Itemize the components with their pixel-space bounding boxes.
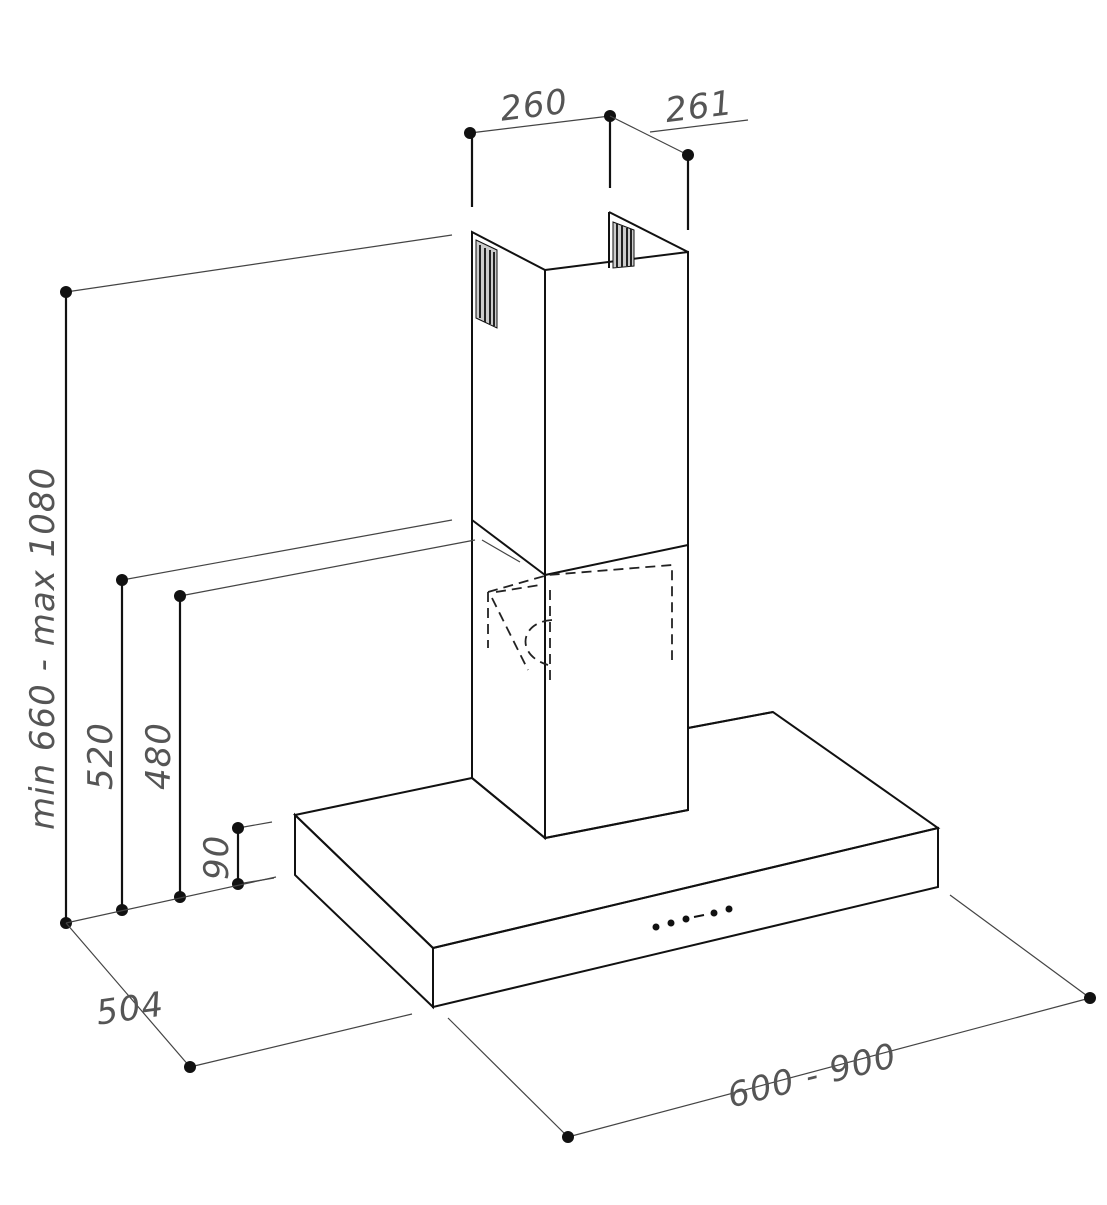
canopy-left-face bbox=[294, 812, 434, 1010]
label-chimney-depth: 261 bbox=[663, 83, 735, 131]
control-button-icon bbox=[652, 923, 660, 931]
label-canopy-depth: 504 bbox=[94, 984, 167, 1033]
chimney-left-face bbox=[471, 230, 546, 841]
dim-base-line bbox=[65, 876, 277, 924]
control-button-icon bbox=[725, 905, 733, 913]
chimney-joint-front bbox=[544, 544, 689, 576]
control-button-icon bbox=[667, 919, 675, 927]
dimension-lines bbox=[60, 110, 1096, 1143]
control-button-icon bbox=[682, 915, 690, 923]
dim-height-480 bbox=[174, 539, 476, 903]
label-canopy-height: 90 bbox=[197, 835, 237, 880]
dimension-labels: 260 261 min 660 - max 1080 520 480 90 50… bbox=[23, 82, 901, 1117]
dim-total-height bbox=[60, 234, 453, 929]
dim-canopy-depth bbox=[65, 922, 413, 1073]
label-height-520: 520 bbox=[81, 722, 121, 790]
dim-canopy-height bbox=[232, 821, 275, 890]
label-chimney-width: 260 bbox=[498, 82, 570, 130]
canopy-back-edge bbox=[687, 711, 774, 729]
control-panel bbox=[652, 905, 733, 931]
hood-body bbox=[292, 211, 941, 1010]
vent-grille-left bbox=[475, 239, 498, 329]
vent-grille-right bbox=[612, 221, 635, 269]
dim-height-520 bbox=[116, 519, 453, 916]
dim-chimney-depth bbox=[609, 115, 749, 230]
chimney-front-face bbox=[544, 250, 689, 840]
chimney-joint-inner bbox=[481, 539, 521, 563]
canopy-top-face bbox=[292, 710, 941, 950]
dim-canopy-width bbox=[447, 894, 1096, 1143]
label-canopy-width: 600 - 900 bbox=[724, 1036, 901, 1117]
control-button-icon bbox=[710, 909, 718, 917]
chimney-back-top-edge bbox=[608, 211, 689, 253]
chimney-joint-left bbox=[471, 519, 546, 576]
canopy-front-face bbox=[432, 826, 939, 1009]
label-height-480: 480 bbox=[139, 722, 179, 790]
control-led-icon bbox=[693, 914, 705, 918]
hidden-motor bbox=[487, 564, 673, 685]
label-total-height: min 660 - max 1080 bbox=[23, 467, 63, 830]
